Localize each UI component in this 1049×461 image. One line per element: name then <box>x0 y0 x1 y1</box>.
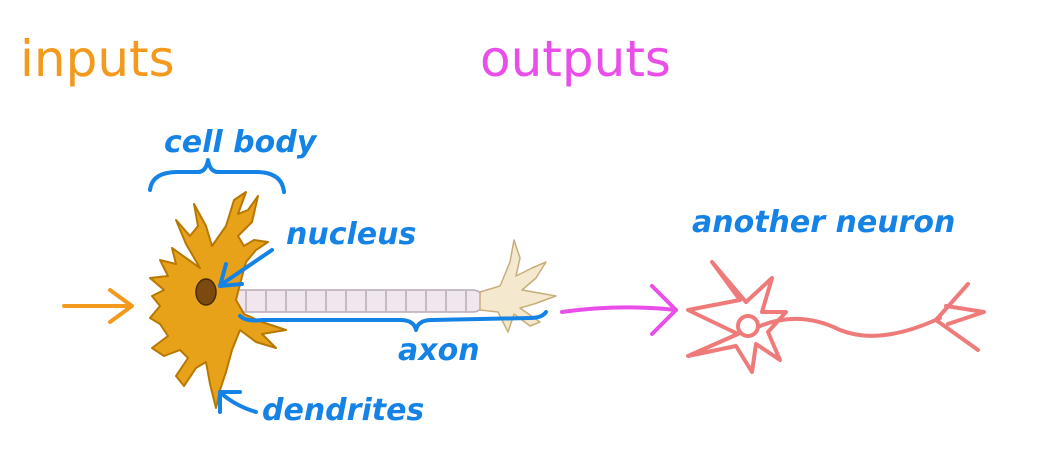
inputs-label: inputs <box>20 30 175 88</box>
axon-shape <box>223 289 485 313</box>
axon-terminal <box>479 239 557 333</box>
outputs-label: outputs <box>480 30 671 88</box>
output-arrow <box>560 284 678 336</box>
dendrites-label: dendrites <box>262 393 424 428</box>
nucleus-arrow <box>218 248 274 288</box>
cell-body-brace <box>148 158 286 194</box>
nucleus-label: nucleus <box>286 217 416 252</box>
axon-brace <box>238 310 548 332</box>
another-neuron-label: another neuron <box>692 205 955 240</box>
nucleus-shape <box>195 278 217 306</box>
dendrites-arrow <box>218 390 258 414</box>
input-arrow <box>62 288 134 324</box>
axon-label: axon <box>398 333 480 368</box>
cell-body-label: cell body <box>164 125 318 160</box>
cell-body-shape <box>149 191 287 409</box>
another-neuron-shape <box>686 260 986 374</box>
